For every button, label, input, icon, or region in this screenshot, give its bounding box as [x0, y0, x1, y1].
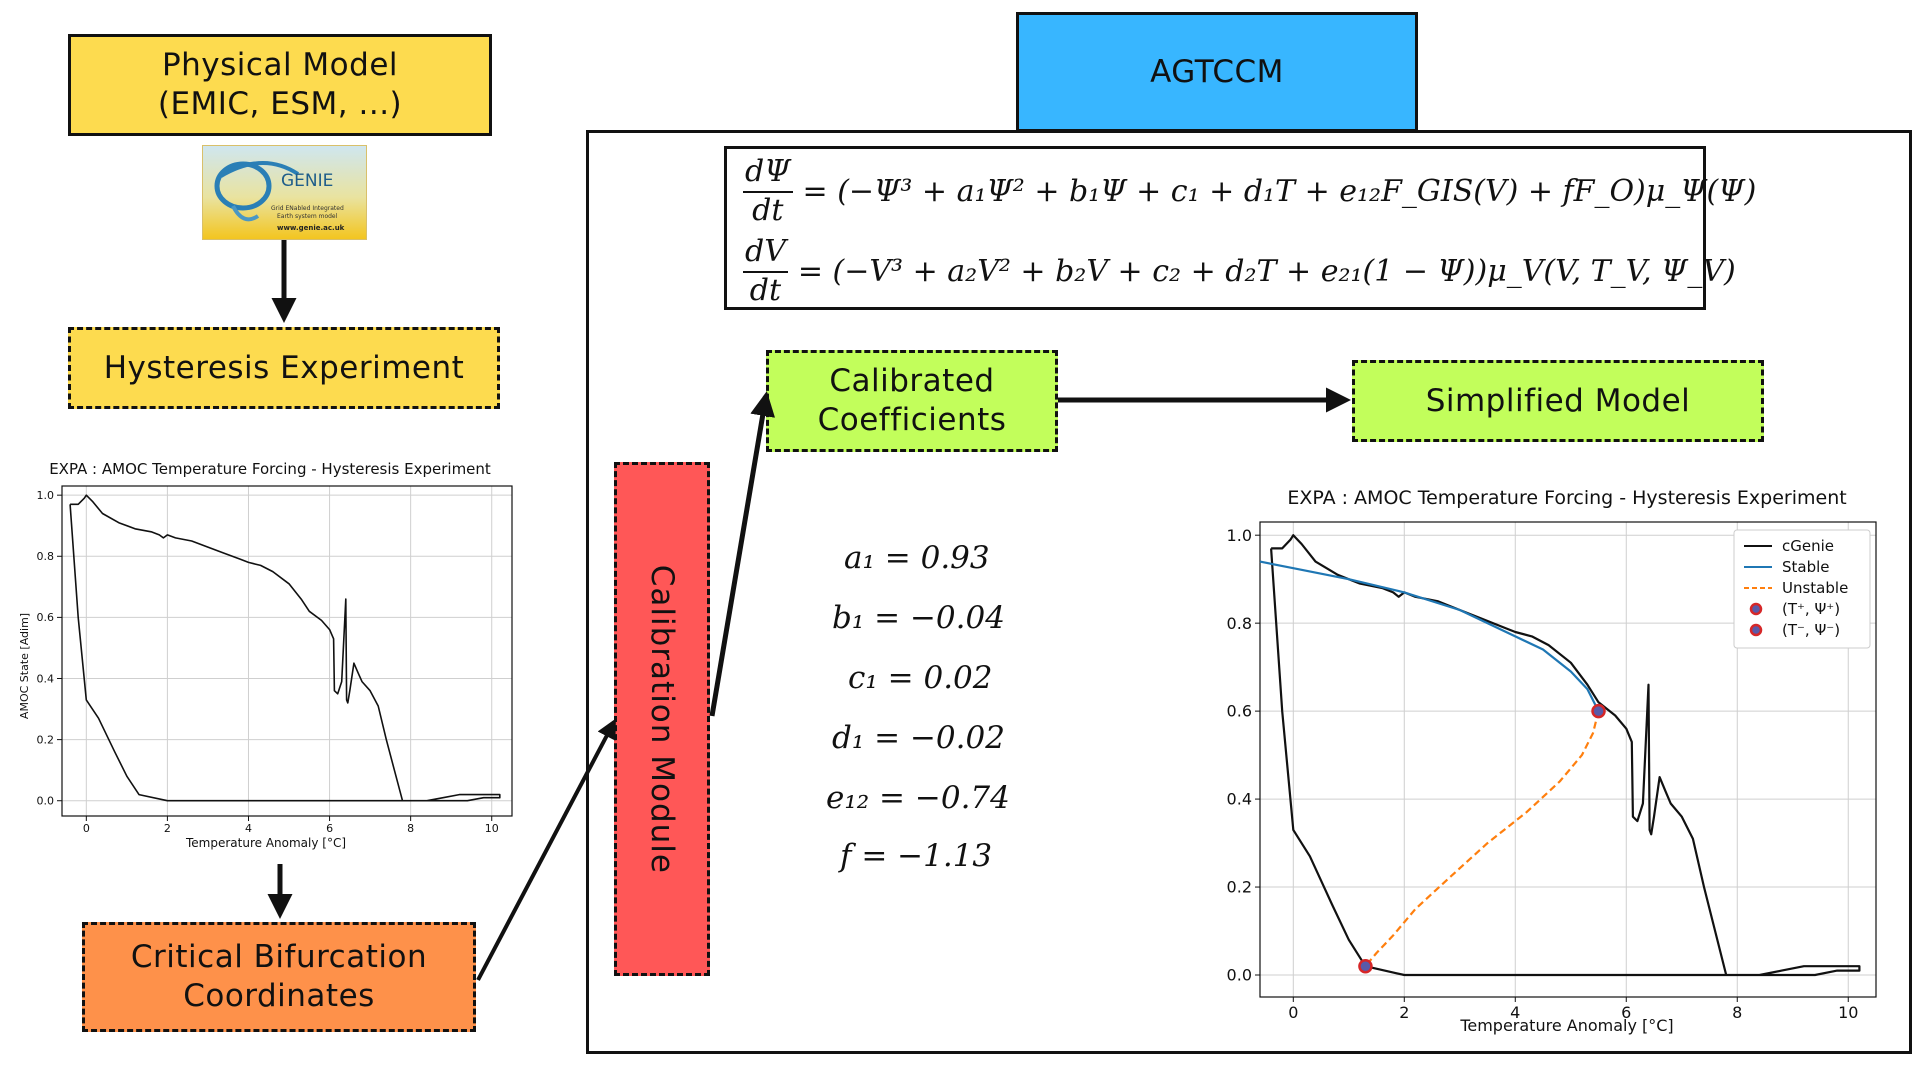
agtccm-title-label: AGTCCM: [1150, 53, 1284, 90]
legend-marker: [1749, 602, 1763, 616]
coef-f: f = −1.13: [840, 838, 993, 874]
plot-frame: [61, 485, 513, 817]
series-line-stable: [1259, 560, 1600, 712]
plot-frame: [1259, 521, 1877, 998]
legend-label: (T⁺, Ψ⁺): [1782, 600, 1840, 618]
physical-model-box: Physical Model (EMIC, ESM, ...): [68, 34, 492, 136]
tick-label-x: 8: [407, 822, 414, 835]
hysteresis-experiment-label: Hysteresis Experiment: [103, 349, 465, 386]
chart-left-xlabel: Temperature Anomaly [°C]: [185, 836, 346, 850]
chart-right: EXPA : AMOC Temperature Forcing - Hyster…: [1227, 487, 1877, 1035]
tick-label-x: 4: [1510, 1003, 1520, 1022]
coef-c1: c₁ = 0.02: [848, 660, 993, 696]
tick-label-y: 1.0: [37, 489, 55, 502]
chart-left-title: EXPA : AMOC Temperature Forcing - Hyster…: [49, 460, 491, 478]
tick-label-y: 0.0: [1227, 966, 1252, 985]
genie-logo-line1: Grid ENabled Integrated: [271, 205, 344, 212]
series-line-cgenie: [69, 494, 501, 802]
tick-label-x: 10: [485, 822, 499, 835]
critical-bifurcation-label: Critical Bifurcation Coordinates: [130, 939, 428, 1014]
chart-left-ylabel: AMOC State [Adim]: [18, 613, 31, 719]
legend-label: (T⁻, Ψ⁻): [1782, 621, 1840, 639]
tick-label-x: 4: [245, 822, 252, 835]
legend-label: Stable: [1782, 558, 1830, 576]
hysteresis-experiment-box: Hysteresis Experiment: [68, 327, 500, 409]
tick-label-y: 0.4: [1227, 790, 1252, 809]
tick-label-x: 8: [1732, 1003, 1742, 1022]
tick-label-y: 0.0: [37, 795, 55, 808]
genie-logo-image: GENIE Grid ENabled Integrated Earth syst…: [202, 145, 367, 240]
eq2-rhs: = (−V³ + a₂V² + b₂V + c₂ + d₂T + e₂₁(1 −…: [797, 253, 1736, 289]
calibrated-coefficients-box: Calibrated Coefficients: [766, 350, 1058, 452]
legend-marker: [1749, 623, 1763, 637]
tick-label-y: 0.4: [37, 672, 55, 685]
coef-e12: e₁₂ = −0.74: [826, 780, 1010, 816]
eq1-denominator: dt: [752, 193, 784, 228]
coef-d1: d₁ = −0.02: [832, 720, 1005, 756]
tick-label-x: 10: [1838, 1003, 1858, 1022]
tick-label-x: 0: [83, 822, 90, 835]
tick-label-x: 0: [1288, 1003, 1298, 1022]
tick-label-x: 2: [1399, 1003, 1409, 1022]
agtccm-title-box: AGTCCM: [1016, 12, 1418, 132]
genie-logo-line2: Earth system model: [277, 213, 338, 220]
legend-box: [1733, 529, 1871, 649]
legend-label: Unstable: [1782, 579, 1848, 597]
tick-label-x: 6: [1621, 1003, 1631, 1022]
chart-left: EXPA : AMOC Temperature Forcing - Hyster…: [18, 460, 513, 850]
chart-right-xlabel: Temperature Anomaly [°C]: [1459, 1016, 1673, 1035]
tick-label-y: 0.6: [1227, 702, 1252, 721]
calibrated-coefficients-label: Calibrated Coefficients: [817, 363, 1007, 438]
arrow-critical-to-calibration: [476, 718, 616, 981]
chart-right-title: EXPA : AMOC Temperature Forcing - Hyster…: [1287, 487, 1846, 509]
chart-right-plot-area: 0 2 4 6 8 10 0.0 0.2 0.4 0.6 0.8 1.0: [1227, 521, 1877, 1022]
tick-label-y: 1.0: [1227, 526, 1252, 545]
genie-logo-name: GENIE: [281, 171, 333, 191]
physical-model-label: Physical Model (EMIC, ESM, ...): [157, 47, 403, 122]
chart-left-plot-area: 0 2 4 6 8 10 0.0 0.2 0.4 0.6 0.8 1.0: [37, 485, 513, 835]
series-line-unstable: [1364, 710, 1600, 967]
simplified-model-box: Simplified Model: [1352, 360, 1764, 442]
eq2-denominator: dt: [749, 273, 782, 308]
genie-logo-graphic: GENIE Grid ENabled Integrated Earth syst…: [214, 161, 345, 232]
bifurcation-point-marker: [1358, 958, 1373, 974]
eq1-numerator: dΨ: [743, 153, 793, 193]
tick-label-x: 6: [326, 822, 333, 835]
tick-label-y: 0.6: [37, 611, 55, 624]
arrow-calibration-to-coefficients: [709, 391, 775, 717]
tick-label-y: 0.8: [1227, 614, 1252, 633]
eq1-rhs: = (−Ψ³ + a₁Ψ² + b₁Ψ + c₁ + d₁T + e₁₂F_GI…: [802, 173, 1757, 209]
simplified-model-label: Simplified Model: [1425, 382, 1691, 419]
legend-label: cGenie: [1782, 537, 1834, 555]
tick-label-y: 0.8: [37, 550, 55, 563]
tick-label-y: 0.2: [1227, 878, 1252, 897]
eq2-numerator: dV: [743, 233, 788, 273]
tick-label-y: 0.2: [37, 733, 55, 746]
tick-label-x: 2: [164, 822, 171, 835]
coef-a1: a₁ = 0.93: [844, 540, 990, 576]
bifurcation-point-marker: [1591, 703, 1606, 719]
genie-logo-url: www.genie.ac.uk: [277, 224, 345, 232]
coef-b1: b₁ = −0.04: [832, 600, 1005, 636]
critical-bifurcation-box: Critical Bifurcation Coordinates: [82, 922, 476, 1032]
